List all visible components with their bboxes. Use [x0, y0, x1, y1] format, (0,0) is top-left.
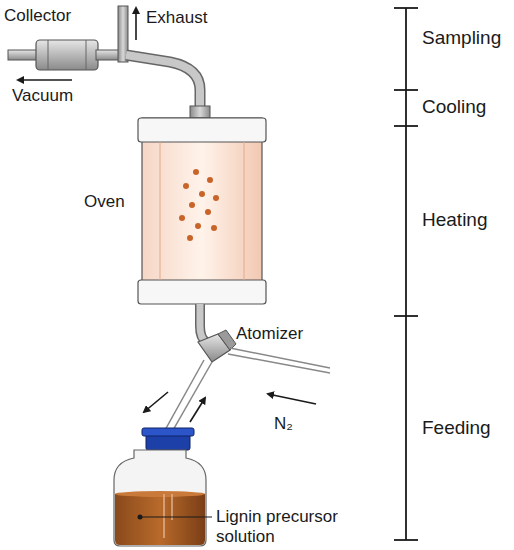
stage-label: Cooling	[422, 97, 486, 117]
flow-label: Vacuum	[12, 86, 73, 106]
part-label: Atomizer	[236, 324, 303, 344]
stage-label: Sampling	[422, 28, 501, 48]
leader-line	[140, 517, 212, 518]
stage-label: Feeding	[422, 418, 491, 438]
gas-line	[228, 354, 330, 373]
transfer-tube	[126, 55, 200, 118]
transfer-tube-inner	[126, 55, 200, 118]
precursor-bottle	[114, 428, 206, 546]
part-label: Lignin precursor solution	[216, 507, 366, 547]
stage-scale	[394, 8, 418, 540]
part-label: Oven	[84, 192, 125, 212]
part-label: Collector	[4, 6, 71, 26]
flow-label: Exhaust	[146, 8, 207, 28]
gas-line	[230, 348, 330, 368]
atomizer	[198, 330, 236, 362]
oven-inlet	[190, 106, 210, 118]
collector	[8, 40, 126, 70]
oven	[138, 118, 266, 304]
stage-label: Heating	[422, 210, 488, 230]
flow-arrows	[18, 8, 316, 422]
gas-label: N₂	[274, 414, 293, 434]
